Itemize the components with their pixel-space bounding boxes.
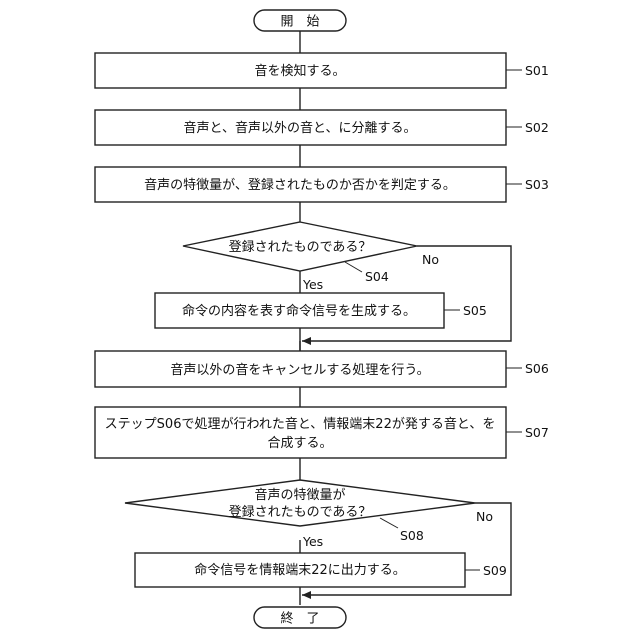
decision-s08-line2: 登録されたものである？ — [229, 505, 372, 520]
leader-s08 — [380, 518, 398, 528]
leader-s04 — [345, 262, 362, 272]
branch-s04-yes: Yes — [302, 277, 323, 292]
label-s03: S03 — [525, 177, 549, 192]
decision-s08-line1: 音声の特徴量が — [254, 487, 345, 503]
label-s06: S06 — [525, 361, 549, 376]
branch-s08-no: No — [476, 509, 493, 524]
start-text: 開 始 — [280, 15, 319, 30]
process-s07-line2: 合成する。 — [267, 436, 332, 451]
branch-s08-yes: Yes — [302, 534, 323, 549]
decision-s04-text: 登録されたものである？ — [229, 240, 372, 255]
label-s07: S07 — [525, 425, 549, 440]
process-s01-text: 音を検知する。 — [254, 63, 345, 79]
label-s02: S02 — [525, 120, 549, 135]
process-s06-text: 音声以外の音をキャンセルする処理を行う。 — [170, 362, 429, 378]
label-s01: S01 — [525, 63, 549, 78]
process-s07-line1: ステップS06で処理が行われた音と、情報端末22が発する音と、を — [105, 416, 496, 432]
branch-s04-no: No — [422, 252, 439, 267]
process-s09-text: 命令信号を情報端末22に出力する。 — [194, 562, 406, 578]
label-s05: S05 — [463, 303, 487, 318]
label-s04: S04 — [365, 269, 389, 284]
label-s08: S08 — [400, 528, 424, 543]
label-s09: S09 — [483, 563, 507, 578]
process-s02-text: 音声と、音声以外の音と、に分離する。 — [184, 120, 417, 136]
process-s03-text: 音声の特徴量が、登録されたものか否かを判定する。 — [144, 177, 456, 193]
end-text: 終 了 — [280, 611, 319, 627]
process-s05-text: 命令の内容を表す命令信号を生成する。 — [182, 303, 416, 319]
